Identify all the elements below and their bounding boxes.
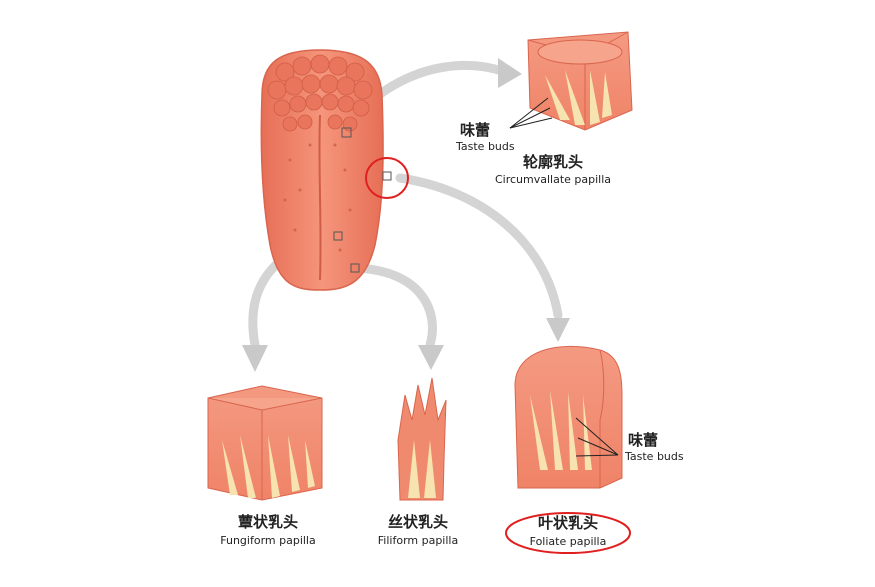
tongue-illustration	[260, 49, 392, 291]
foliate-label-en: Foliate papilla	[530, 535, 607, 548]
marker-filiform	[350, 263, 360, 273]
arrowhead-fungiform	[242, 345, 268, 372]
fungiform-label-en: Fungiform papilla	[220, 534, 315, 547]
fungiform-label-zh: 蕈状乳头	[238, 513, 298, 531]
arrowhead-foliate	[546, 318, 570, 342]
foliate-pointer-lines	[575, 417, 619, 457]
filiform-label-zh: 丝状乳头	[388, 513, 448, 531]
fungiform-papilla-illustration	[207, 385, 323, 501]
arrow-to-circumvallate	[367, 61, 510, 105]
circumvallate-fibers	[545, 70, 612, 125]
circumvallate-label-en: Circumvallate papilla	[495, 173, 611, 186]
arrowhead-circumvallate	[498, 58, 522, 88]
median-sulcus	[318, 114, 322, 281]
taste-buds-top-label-en: Taste buds	[455, 140, 515, 153]
circumvallate-pointer-lines	[509, 97, 553, 129]
circumvallate-papilla-illustration	[509, 31, 633, 131]
arrow-to-foliate	[395, 173, 563, 320]
foliate-papilla-illustration	[514, 345, 623, 489]
marker-fungiform	[333, 231, 343, 241]
highlight-circle-tongue	[365, 157, 409, 199]
arrow-to-filiform	[350, 263, 437, 350]
circumvallate-label-zh: 轮廓乳头	[523, 153, 583, 171]
arrowhead-filiform	[418, 345, 444, 370]
highlight-circle-foliate-label	[505, 512, 631, 554]
taste-buds-top-label-zh: 味蕾	[460, 121, 490, 139]
taste-buds-right-label-en: Taste buds	[624, 450, 684, 463]
tongue-bumps	[267, 54, 373, 132]
fungiform-fibers	[222, 435, 315, 498]
marker-foliate	[382, 171, 392, 181]
filiform-papilla-illustration	[397, 377, 447, 501]
foliate-label-zh: 叶状乳头	[538, 514, 598, 532]
labels: 味蕾 Taste buds 轮廓乳头 Circumvallate papilla…	[220, 121, 684, 548]
arrowheads	[242, 58, 570, 372]
marker-circumvallate	[341, 127, 352, 138]
foliate-fibers	[530, 390, 592, 470]
tongue-speckles	[283, 143, 352, 252]
taste-buds-right-label-zh: 味蕾	[628, 431, 658, 449]
filiform-label-en: Filiform papilla	[378, 534, 458, 547]
